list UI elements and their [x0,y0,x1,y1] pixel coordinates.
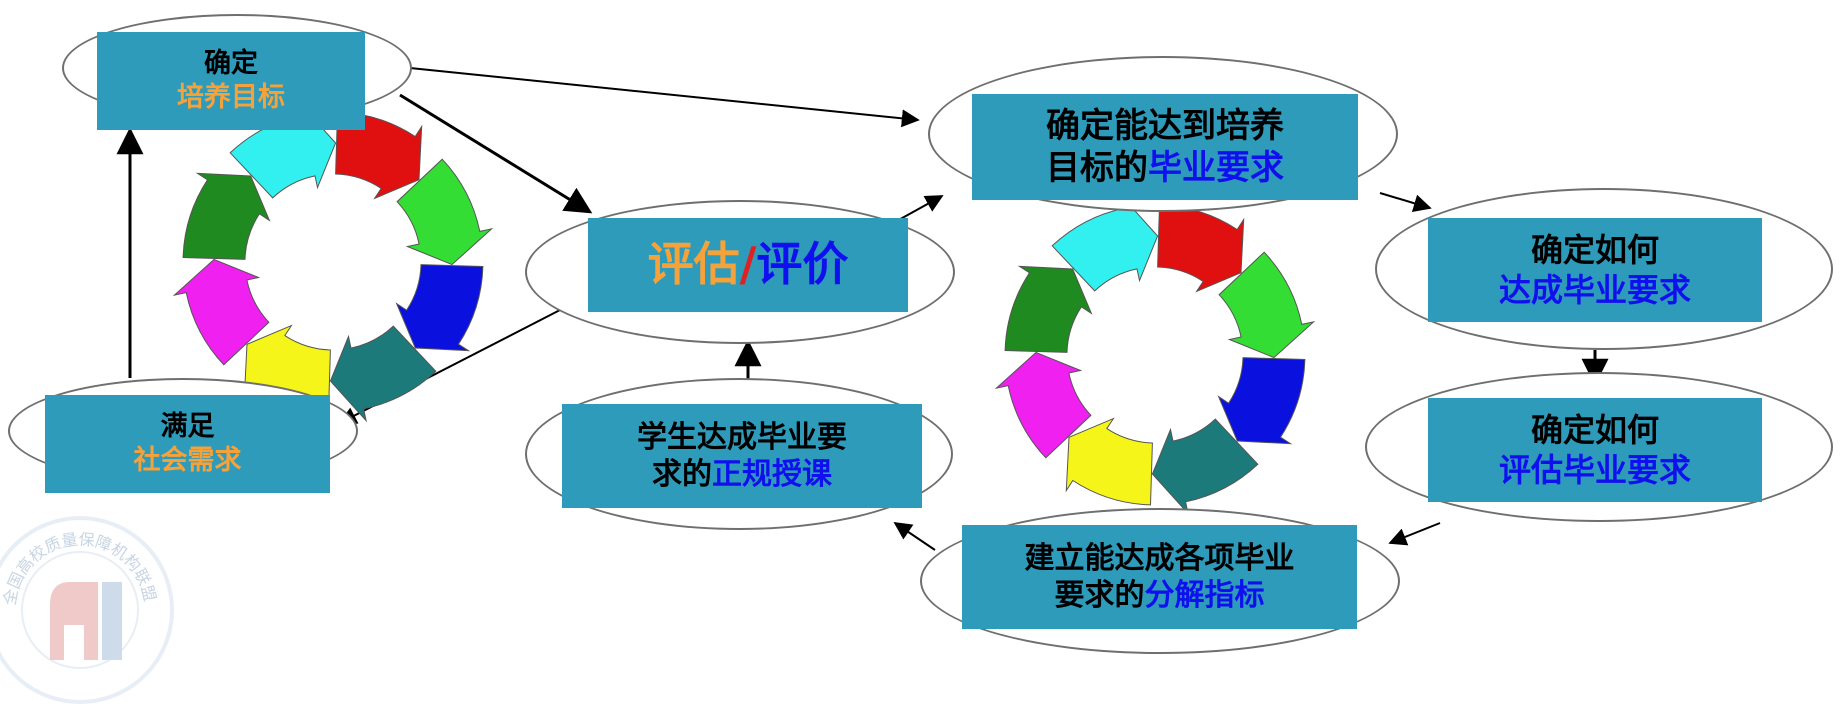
assess-label-1: 确定如何 [1530,411,1659,449]
achieve-label-1: 确定如何 [1530,231,1659,269]
assess-label-2: 评估毕业要求 [1498,451,1691,489]
gradreq-box: 确定能达到培养 目标的毕业要求 [972,94,1358,200]
cycle-arrow-segment [182,172,271,260]
goal-label-2: 培养目标 [177,82,285,113]
cycle-arrow-segment [172,258,270,366]
gradreq-label-1: 确定能达到培养 [1046,105,1284,146]
arrow-evaluate-to-gradreq [894,195,944,223]
evaluate-separator: / [739,237,757,292]
cycle-arrow-segment [395,264,484,352]
cycle-arrow-segment [1065,417,1153,506]
gradreq-label-2-highlight: 毕业要求 [1148,148,1284,188]
cycle-icon-left [172,101,494,423]
cycle-arrow-segment [335,111,423,200]
achieve-label-2: 达成毕业要求 [1498,271,1691,309]
arrow-indicators-to-teaching [893,521,936,551]
cycle-arrow-segment [1217,357,1306,445]
teaching-label-1: 学生达成毕业要 [637,419,847,455]
cycle-icon-right [994,194,1316,516]
teaching-box: 学生达成毕业要 求的正规授课 [562,404,922,508]
society-box: 满足 社会需求 [45,395,330,493]
connector-arrows [116,67,1609,551]
cycle-icons [172,101,1316,516]
society-label-2: 社会需求 [133,445,242,476]
indicators-label-1: 建立能达成各项毕业 [1024,540,1295,576]
evaluate-label-2: 评价 [756,237,849,292]
arrow-assess-to-indicators [1388,522,1441,546]
watermark-logo: 全国高校质量保障机构联盟 [0,516,174,704]
evaluate-box: 评估 / 评价 [588,218,908,312]
cycle-arrow-segment [1157,204,1245,293]
cycle-arrow-segment [329,325,437,423]
indicators-label-2-highlight: 分解指标 [1144,578,1265,613]
achieve-box: 确定如何 达成毕业要求 [1428,218,1762,322]
assess-box: 确定如何 评估毕业要求 [1428,398,1762,502]
arrow-gradreq-to-achieve [1379,192,1432,212]
cycle-arrow-segment [1004,265,1093,353]
arrow-goal-to-evaluate [399,93,593,214]
indicators-label-2-prefix: 要求的 [1054,578,1145,613]
teaching-label-2-highlight: 正规授课 [712,457,832,492]
evaluate-label-1: 评估 [647,237,740,292]
indicators-box: 建立能达成各项毕业 要求的分解指标 [962,525,1357,629]
cycle-arrow-segment [396,158,494,266]
arrow-goal-to-gradreq [409,67,920,128]
society-label-1: 满足 [160,411,215,443]
cycle-arrow-segment [994,351,1092,459]
teaching-label-2-prefix: 求的 [652,457,712,492]
cycle-arrow-segment [1051,194,1159,292]
goal-box: 确定 培养目标 [97,32,365,130]
gradreq-label-2-prefix: 目标的 [1046,148,1148,188]
cycle-arrow-segment [1218,251,1316,359]
goal-label-1: 确定 [204,48,258,80]
cycle-arrow-segment [1151,418,1259,516]
